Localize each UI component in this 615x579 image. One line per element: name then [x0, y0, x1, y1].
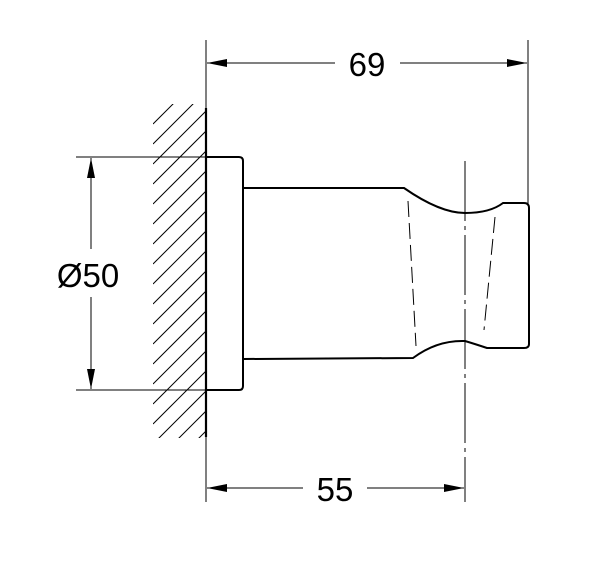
dimension-label-69: 69 [349, 46, 386, 83]
hidden-line-right [483, 216, 496, 331]
hidden-line-left [407, 200, 417, 347]
holder-body-outline [243, 187, 530, 360]
rosette-outline [206, 156, 244, 391]
dimension-rosette-diameter: Ø50 [57, 158, 119, 389]
dimension-holder-length: 55 [207, 471, 464, 508]
wall-hatch [153, 104, 206, 438]
dimension-overall-length: 69 [207, 46, 527, 83]
dimension-label-diameter-50: Ø50 [57, 257, 119, 294]
dimension-label-55: 55 [317, 471, 354, 508]
